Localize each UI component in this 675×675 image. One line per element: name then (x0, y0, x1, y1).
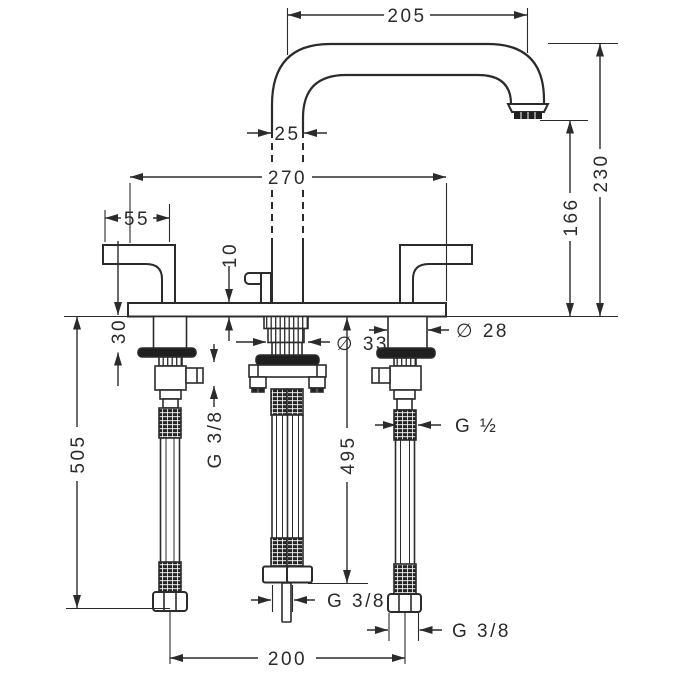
left-handle (102, 244, 176, 304)
left-valve-assembly (137, 315, 204, 612)
dim-mounting-depth: 30 (109, 318, 130, 344)
dim-total-height: 230 (591, 153, 612, 192)
dim-hole-spacing: 200 (268, 649, 307, 670)
dim-spout-height: 166 (561, 197, 582, 236)
spout-outline (270, 42, 550, 131)
spout-column (271, 131, 304, 303)
dim-right-hose-thread: G ½ (455, 416, 498, 437)
dim-valve-diameter: ∅ 28 (456, 321, 509, 342)
dim-right-bottom-thread: G 3/8 (452, 621, 511, 642)
dim-handle-length: 55 (124, 209, 150, 230)
dimension-labels: 205 25 270 55 230 166 10 30 ∅ 33 ∅ 28 G … (68, 6, 612, 670)
dim-cartridge-diameter: ∅ 33 (336, 334, 389, 355)
dim-center-hose-length: 495 (338, 435, 359, 474)
right-handle (399, 244, 473, 304)
spout-tip (506, 103, 550, 113)
dim-base-plate-length: 270 (268, 168, 307, 189)
dim-left-hose-length: 505 (68, 434, 89, 473)
dim-spout-reach: 205 (387, 6, 426, 27)
popup-rod (244, 272, 272, 304)
aerator (514, 112, 542, 119)
dim-plate-thickness: 10 (220, 242, 241, 268)
base-plate (127, 302, 447, 318)
right-valve-assembly (371, 315, 436, 613)
dimension-lines (73, 11, 604, 662)
dim-spout-body-width: 25 (274, 124, 300, 145)
center-cartridge-assembly (248, 315, 327, 623)
dim-center-bottom-thread: G 3/8 (327, 591, 386, 612)
dim-left-hose-thread: G 3/8 (205, 410, 226, 469)
